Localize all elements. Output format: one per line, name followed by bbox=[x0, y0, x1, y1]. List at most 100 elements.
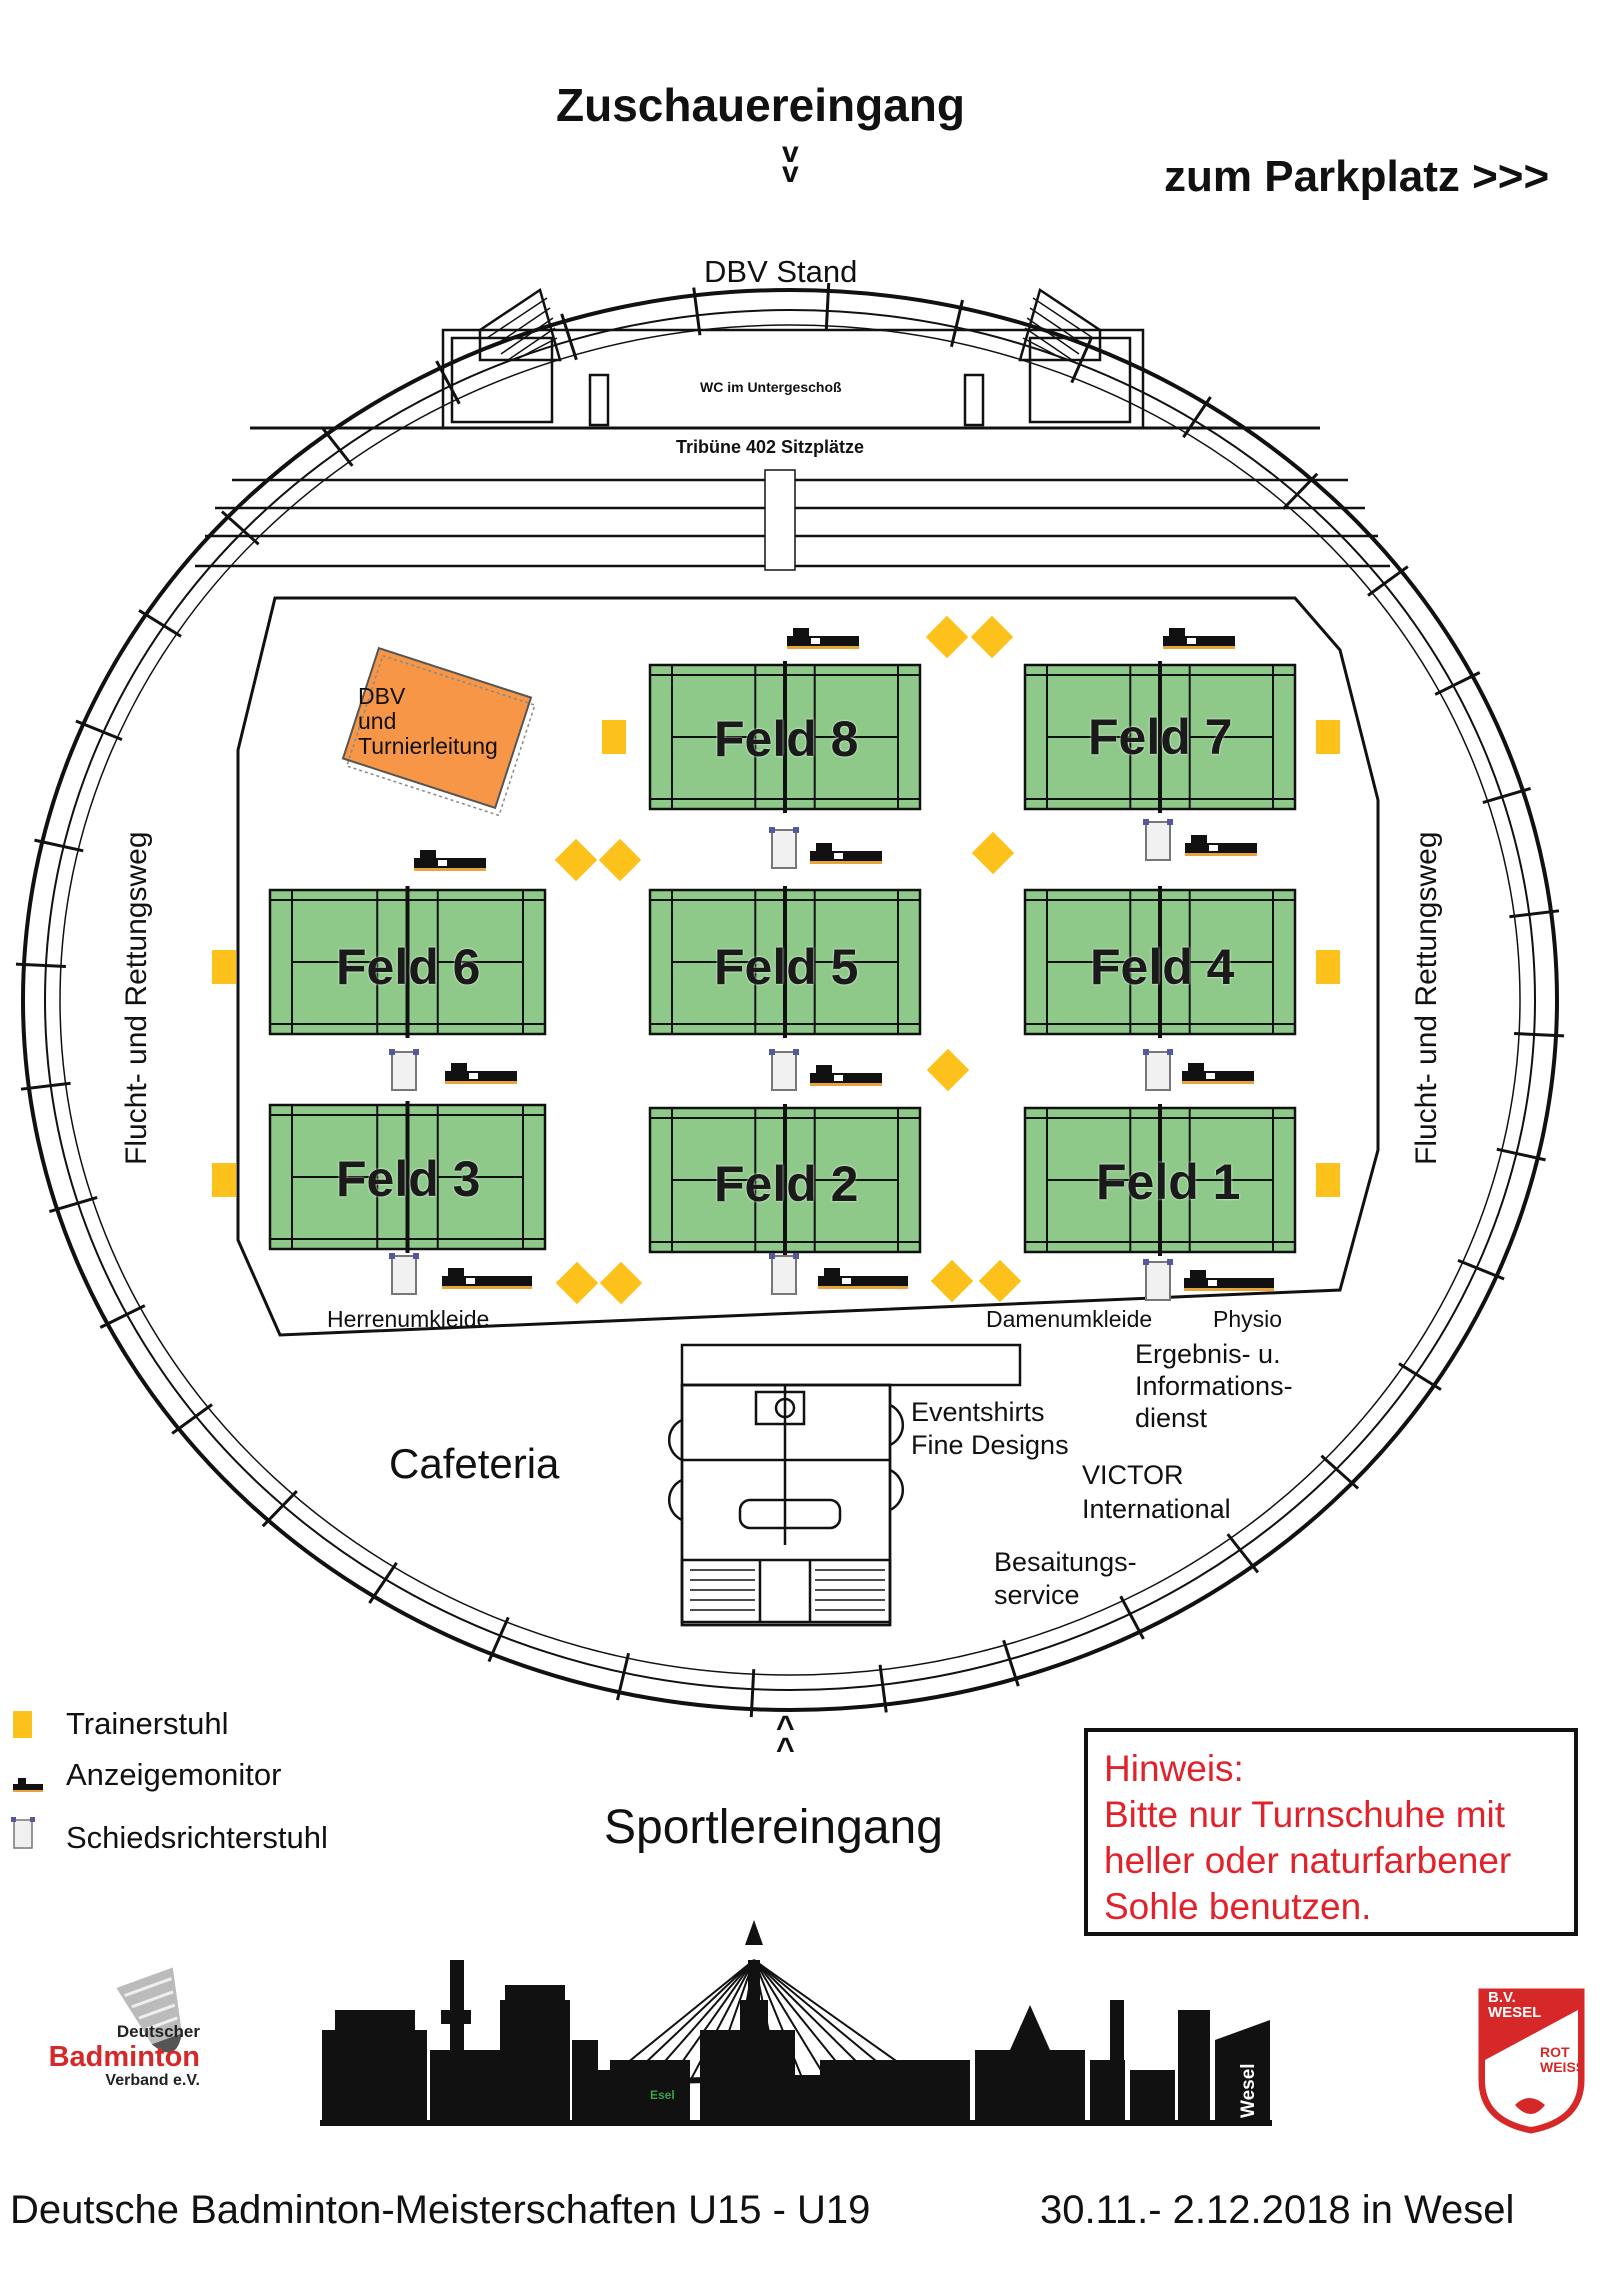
service-building bbox=[667, 1343, 1022, 1627]
court-label-feld-6: Feld 6 bbox=[336, 939, 481, 995]
coach-chair-icon bbox=[971, 831, 1015, 875]
court-feld-6 bbox=[268, 886, 547, 1038]
coach-chair-icon bbox=[978, 1259, 1022, 1303]
coach-chair-icon bbox=[212, 950, 236, 984]
skyline-building bbox=[505, 1985, 565, 2005]
escape-route-right: Flucht- und Rettungsweg bbox=[1410, 831, 1443, 1165]
court-feld-4 bbox=[1023, 886, 1297, 1038]
wall-tick bbox=[435, 360, 461, 405]
monitor-icon bbox=[414, 850, 486, 871]
eventshirts-line-1: Eventshirts bbox=[911, 1397, 1045, 1427]
athlete-entrance-title: Sportlereingang bbox=[604, 1801, 943, 1854]
dbv-logo-line-3: Verband e.V. bbox=[105, 2072, 200, 2089]
umpire-chair-icon bbox=[389, 1049, 419, 1091]
wall-tick bbox=[1509, 909, 1560, 919]
skyline-building bbox=[322, 2030, 427, 2120]
tribune-label: Tribüne 402 Sitzplätze bbox=[676, 437, 865, 457]
court-feld-5 bbox=[648, 886, 922, 1038]
court-label-feld-2: Feld 2 bbox=[714, 1156, 859, 1212]
court-label-feld-4: Feld 4 bbox=[1090, 939, 1235, 995]
dbv-logo-line-1: Deutscher bbox=[116, 2022, 200, 2041]
skyline-building bbox=[1215, 2040, 1270, 2120]
court-feld-3 bbox=[268, 1101, 547, 1253]
skyline-bridge-cables bbox=[599, 1959, 931, 2086]
hall-outline bbox=[21, 288, 1559, 1712]
wall-tick bbox=[1457, 1258, 1505, 1281]
men-locker-label: Herrenumkleide bbox=[327, 1306, 490, 1332]
wall-tick bbox=[487, 1616, 510, 1663]
wall-tick bbox=[34, 838, 84, 853]
umpire-chair-icon bbox=[1143, 1049, 1173, 1091]
wall-tick bbox=[1182, 396, 1212, 439]
coach-chair-icon bbox=[212, 1163, 236, 1197]
wall-tick bbox=[1482, 787, 1532, 805]
eventshirts-label: Eventshirts Fine Designs bbox=[911, 1396, 1069, 1462]
court-label-feld-3: Feld 3 bbox=[336, 1151, 481, 1207]
wall-tick bbox=[1119, 1595, 1145, 1640]
wall-tick bbox=[615, 1652, 631, 1701]
umpire-chair-icon bbox=[769, 827, 799, 869]
skyline-building bbox=[975, 2050, 1085, 2120]
skyline-building bbox=[700, 2030, 795, 2120]
escape-route-left: Flucht- und Rettungsweg bbox=[120, 831, 153, 1165]
coach-chair-icon bbox=[1316, 720, 1340, 754]
wall-tick bbox=[1226, 1533, 1260, 1574]
notice-line-2: Bitte nur Turnschuhe mit bbox=[1104, 1794, 1506, 1835]
footer-event-title: Deutsche Badminton-Meisterschaften U15 -… bbox=[10, 2188, 871, 2232]
dbv-logo-shuttlecock bbox=[116, 1967, 182, 2053]
cafeteria-label: Cafeteria bbox=[389, 1440, 560, 1487]
court-feld-2 bbox=[648, 1104, 922, 1256]
eventshirts-line-2: Fine Designs bbox=[911, 1430, 1069, 1460]
umpire-chair-icon bbox=[389, 1253, 419, 1295]
spectator-entrance-title: Zuschauereingang bbox=[556, 79, 965, 131]
club-crest-line-4: WEISS bbox=[1540, 2059, 1586, 2075]
wc-label: WC im Untergeschoß bbox=[700, 379, 842, 395]
monitor-icon bbox=[810, 843, 882, 864]
wall-tick bbox=[138, 609, 182, 638]
dbv-office-line-2: und bbox=[358, 708, 397, 734]
court-feld-1 bbox=[1023, 1104, 1297, 1256]
dbv-office-label: DBV und Turnierleitung bbox=[358, 684, 498, 759]
club-crest-text: B.V. WESEL bbox=[1488, 1990, 1541, 2020]
wall-tick bbox=[171, 1403, 213, 1435]
umpire-chair-icon bbox=[769, 1253, 799, 1295]
wall-tick bbox=[20, 1081, 71, 1091]
skyline-building bbox=[1110, 2000, 1124, 2120]
umpire-chair-icon bbox=[1143, 819, 1173, 861]
service-building-stairs bbox=[690, 1569, 885, 1611]
wall-tick bbox=[878, 1664, 888, 1713]
club-crest-line-1: B.V. bbox=[1488, 1989, 1516, 2006]
wall-tick bbox=[368, 1561, 398, 1604]
legend-monitor-icon bbox=[13, 1778, 43, 1792]
skyline-sign-text: Wesel bbox=[1238, 2063, 1259, 2118]
court-label-feld-8: Feld 8 bbox=[714, 711, 859, 767]
skyline-roof bbox=[1010, 2005, 1050, 2050]
monitor-icon bbox=[445, 1063, 517, 1084]
stringing-service-label: Besaitungs- service bbox=[994, 1546, 1137, 1612]
wall-tick bbox=[15, 962, 66, 969]
coach-chair-icon bbox=[555, 1261, 599, 1305]
skyline-roof bbox=[1215, 2020, 1270, 2040]
skyline-building bbox=[1178, 2010, 1210, 2120]
coach-chair-icon bbox=[602, 720, 626, 754]
stringing-line-1: Besaitungs- bbox=[994, 1547, 1137, 1577]
coach-chair-icon bbox=[554, 838, 598, 882]
notice-line-3: heller oder naturfarbener bbox=[1104, 1840, 1512, 1881]
wall-tick bbox=[99, 1304, 146, 1329]
skyline-spire bbox=[745, 1920, 763, 1945]
skyline-building bbox=[441, 2010, 471, 2024]
coach-chair-icon bbox=[970, 615, 1014, 659]
court-label-feld-5: Feld 5 bbox=[714, 939, 859, 995]
monitor-icon bbox=[810, 1065, 882, 1086]
notice-line-4: Sohle benutzen. bbox=[1104, 1886, 1372, 1927]
athlete-entrance-arrow: ^ ^ bbox=[776, 1709, 795, 1767]
wall-tick bbox=[1398, 1362, 1442, 1391]
skyline-building bbox=[820, 2060, 970, 2120]
dbv-logo-line-2: Badminton bbox=[48, 2041, 200, 2073]
legend-coach-chair-label: Trainerstuhl bbox=[66, 1706, 229, 1741]
notice-line-1: Hinweis: bbox=[1104, 1748, 1244, 1789]
dbv-stand-label: DBV Stand bbox=[704, 254, 858, 289]
victor-line-1: VICTOR bbox=[1082, 1460, 1184, 1490]
skyline-building bbox=[1130, 2070, 1175, 2120]
court-label-feld-7: Feld 7 bbox=[1088, 709, 1233, 765]
